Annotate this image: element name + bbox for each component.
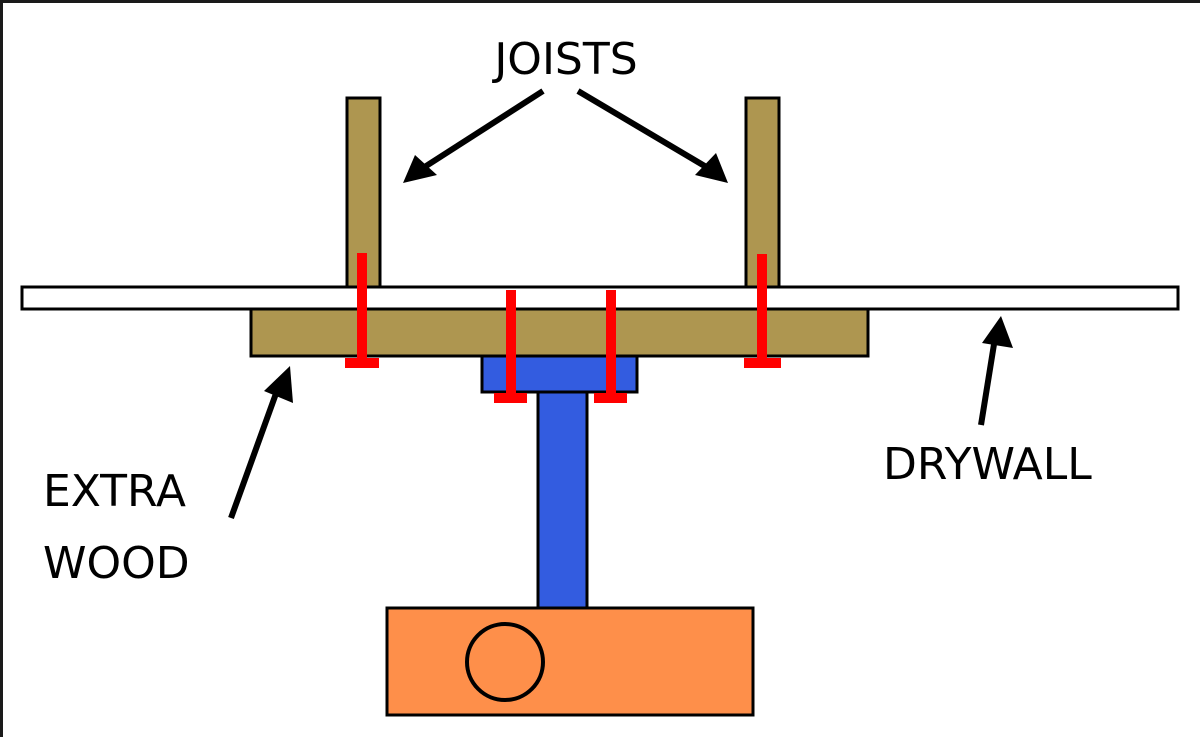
screw-2	[494, 290, 527, 403]
extra-wood-label-line2: WOOD	[43, 538, 190, 589]
joists-label: JOISTS	[491, 34, 637, 85]
fixture-circle-icon	[465, 622, 545, 702]
arrow-joists-right	[576, 88, 728, 183]
screw-3	[594, 290, 627, 403]
drywall-board	[20, 285, 1180, 311]
arrow-joists-left	[403, 88, 545, 183]
drywall-label: DRYWALL	[883, 439, 1092, 490]
fixture-body	[385, 606, 755, 717]
screw-4	[744, 254, 781, 368]
arrow-extra-wood	[228, 366, 293, 520]
extra-wood-board	[249, 307, 870, 358]
diagram-svg: JOISTS EXTRA WOOD DRYWALL	[20, 34, 1180, 717]
screw-1	[345, 253, 379, 368]
arrow-drywall	[978, 316, 1013, 426]
extra-wood-label-line1: EXTRA	[43, 466, 186, 517]
mount-pole	[536, 390, 589, 611]
